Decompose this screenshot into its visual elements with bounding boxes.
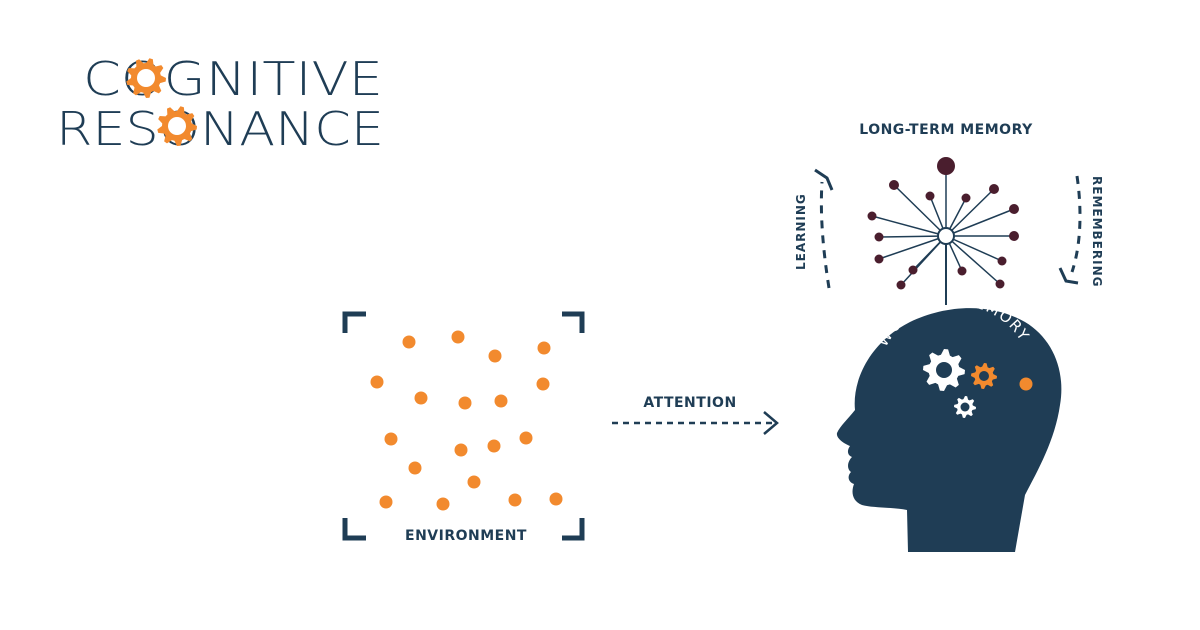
memory-network bbox=[867, 157, 1019, 290]
memory-node bbox=[908, 265, 918, 275]
environment-dot bbox=[458, 396, 472, 410]
frame-corner-bottom-right bbox=[562, 518, 585, 541]
memory-node bbox=[989, 184, 999, 194]
environment-dot bbox=[494, 394, 508, 408]
logo: COGNITIVE RESONANCE bbox=[56, 52, 384, 156]
logo-line-2: RESONANCE bbox=[56, 102, 384, 156]
memory-link bbox=[945, 208, 1015, 237]
remembering-dashed-line bbox=[1070, 175, 1082, 273]
environment-dot bbox=[537, 341, 551, 355]
learning-arrow bbox=[814, 168, 834, 289]
memory-node bbox=[1009, 204, 1019, 214]
frame-corner-bottom-left bbox=[342, 518, 366, 541]
environment-dot bbox=[508, 493, 522, 507]
memory-link bbox=[900, 235, 947, 286]
gear-icon-small bbox=[954, 396, 976, 418]
learning-label: LEARNING bbox=[794, 193, 808, 270]
memory-node bbox=[937, 157, 955, 175]
environment-dot bbox=[488, 349, 502, 363]
learning-dashed-line bbox=[819, 181, 831, 289]
environment-dot bbox=[549, 492, 563, 506]
long-term-memory-label: LONG-TERM MEMORY bbox=[859, 122, 1033, 138]
environment-dot bbox=[379, 495, 393, 509]
memory-link bbox=[893, 184, 947, 237]
environment-dot bbox=[454, 443, 468, 457]
arrow-right-icon bbox=[763, 411, 779, 435]
environment-dot bbox=[451, 330, 465, 344]
remembering-arrow bbox=[1058, 175, 1082, 285]
logo-line-1: COGNITIVE bbox=[83, 52, 383, 106]
environment-dot bbox=[467, 475, 481, 489]
memory-hub bbox=[937, 227, 955, 245]
environment-dot bbox=[402, 335, 416, 349]
logo-gear-icon bbox=[126, 58, 166, 98]
memory-node bbox=[896, 280, 906, 290]
arrow-down-icon bbox=[1058, 267, 1079, 285]
environment-dot bbox=[436, 497, 450, 511]
memory-node bbox=[867, 211, 877, 221]
memory-link bbox=[945, 235, 1003, 262]
memory-node bbox=[997, 256, 1007, 266]
environment-dot bbox=[536, 377, 550, 391]
memory-node bbox=[874, 254, 884, 264]
environment-label: ENVIRONMENT bbox=[405, 528, 527, 544]
memory-node bbox=[874, 232, 884, 242]
memory-node bbox=[925, 191, 935, 201]
environment-frame bbox=[342, 311, 585, 541]
head-orange-dot bbox=[1019, 377, 1033, 391]
environment-dot bbox=[384, 432, 398, 446]
logo-gear-icon bbox=[157, 106, 197, 146]
frame-corner-top-right bbox=[562, 311, 585, 333]
memory-node bbox=[957, 266, 967, 276]
arrow-up-icon bbox=[814, 168, 834, 191]
memory-node bbox=[1009, 231, 1019, 241]
memory-link bbox=[878, 235, 947, 238]
environment-dots bbox=[370, 330, 563, 511]
head-silhouette bbox=[836, 308, 1062, 552]
memory-link bbox=[945, 188, 995, 237]
gear-icon-orange bbox=[971, 363, 997, 389]
head-gear-icons bbox=[923, 349, 997, 418]
memory-node bbox=[961, 193, 971, 203]
attention-arrow bbox=[612, 411, 779, 435]
memory-link bbox=[871, 215, 947, 237]
environment-dot bbox=[487, 439, 501, 453]
memory-link bbox=[945, 235, 1001, 285]
remembering-label: REMEMBERING bbox=[1090, 176, 1104, 287]
environment-dot bbox=[408, 461, 422, 475]
environment-dot bbox=[414, 391, 428, 405]
frame-corner-top-left bbox=[342, 311, 366, 333]
attention-label: ATTENTION bbox=[643, 395, 736, 411]
memory-node bbox=[995, 279, 1005, 289]
environment-dot bbox=[519, 431, 533, 445]
gear-icon-large bbox=[923, 349, 965, 391]
environment-dot bbox=[370, 375, 384, 389]
logo-gear-icons bbox=[126, 58, 197, 146]
memory-node bbox=[889, 180, 899, 190]
memory-link bbox=[878, 235, 947, 260]
